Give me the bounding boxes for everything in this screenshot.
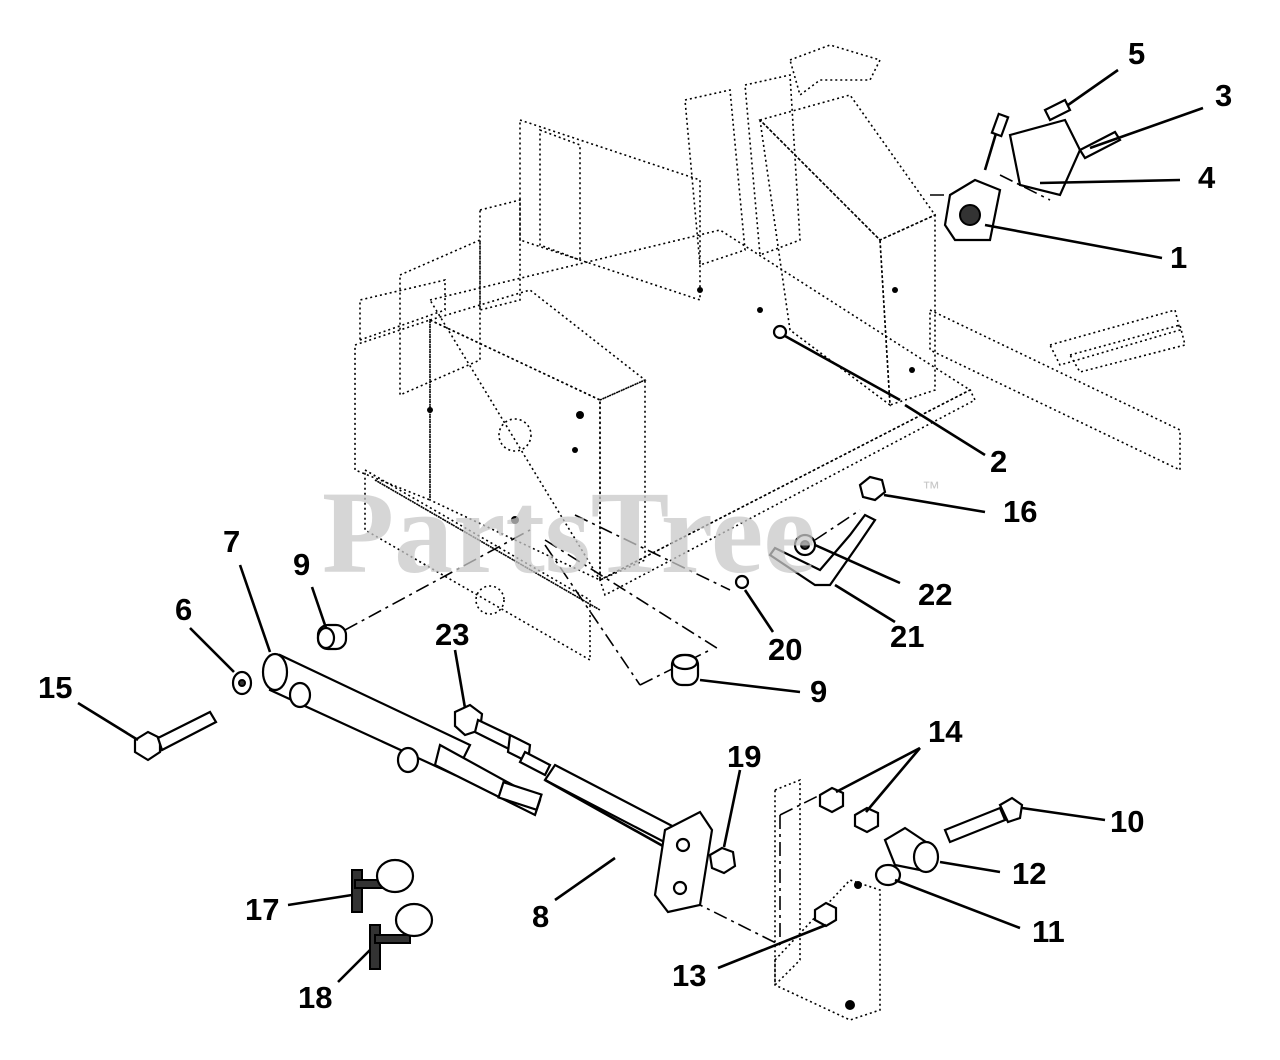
callout-21: 21 xyxy=(890,619,924,654)
assembly-centerlines xyxy=(344,174,1051,946)
callout-10: 10 xyxy=(1110,804,1144,839)
callout-3: 3 xyxy=(1215,78,1232,113)
watermark-text: PartsTree xyxy=(322,467,816,598)
callout-5: 5 xyxy=(1128,36,1145,71)
callout-8: 8 xyxy=(532,899,549,934)
linkage-hardware xyxy=(813,786,1024,928)
lever-assembly xyxy=(734,475,887,590)
callout-11: 11 xyxy=(1032,914,1065,949)
callout-23: 23 xyxy=(435,617,469,652)
callouts: 1 2 3 4 5 6 7 8 9 9 10 11 12 13 14 15 16… xyxy=(38,36,1232,1015)
switch-assembly xyxy=(943,98,1122,242)
bolt-part-23 xyxy=(453,703,552,777)
callout-9-lower: 9 xyxy=(810,674,827,709)
callout-17: 17 xyxy=(245,892,279,927)
callout-15: 15 xyxy=(38,670,72,705)
leader-lines xyxy=(77,68,1204,983)
watermark-trademark: ™ xyxy=(922,478,940,498)
actuator-cylinder xyxy=(261,652,543,817)
frame-assembly xyxy=(354,44,1186,1021)
callout-14: 14 xyxy=(928,714,963,749)
spacers-part-9 xyxy=(316,623,700,687)
callout-1: 1 xyxy=(1170,240,1187,275)
callout-18: 18 xyxy=(298,980,332,1015)
callout-13: 13 xyxy=(672,958,706,993)
bracket-part-8 xyxy=(543,763,737,914)
callout-2: 2 xyxy=(990,444,1007,479)
callout-12: 12 xyxy=(1012,856,1046,891)
callout-19: 19 xyxy=(727,739,761,774)
callout-20: 20 xyxy=(768,632,802,667)
hairpin-clips xyxy=(351,858,434,970)
callout-4: 4 xyxy=(1198,160,1216,195)
callout-6: 6 xyxy=(175,592,192,627)
callout-16: 16 xyxy=(1003,494,1037,529)
watermark: PartsTree ™ xyxy=(322,467,940,598)
callout-22: 22 xyxy=(918,577,952,612)
bolt-part-15 xyxy=(133,670,253,762)
rod-part-2 xyxy=(772,324,901,402)
callout-9-upper: 9 xyxy=(293,547,310,582)
callout-7: 7 xyxy=(223,524,240,559)
